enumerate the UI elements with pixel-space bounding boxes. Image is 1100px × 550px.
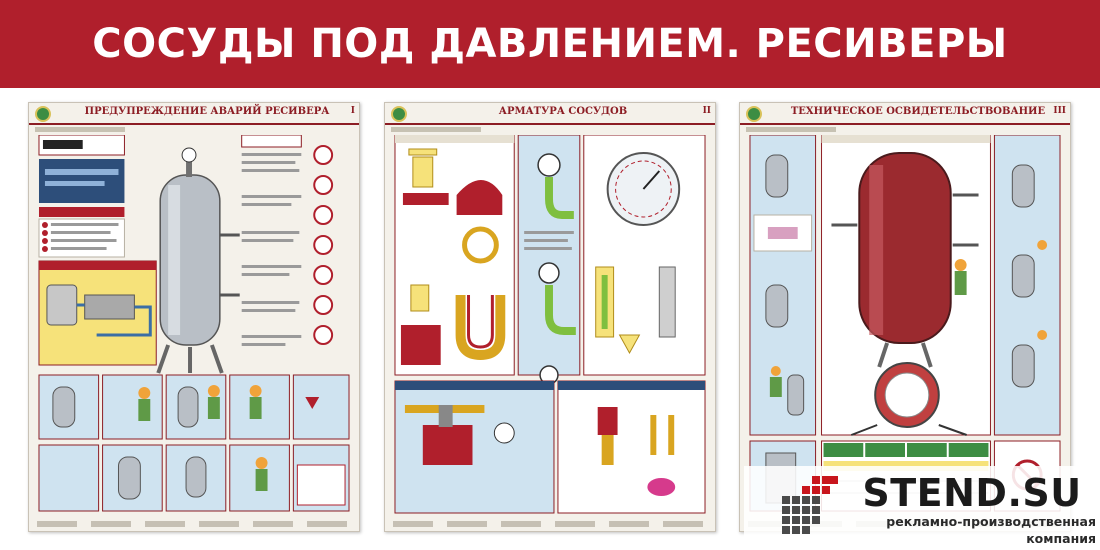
poster-technical-inspection[interactable]: ТЕХНИЧЕСКОЕ ОСВИДЕТЕЛЬСТВОВАНИЕ III — [739, 102, 1071, 532]
stend-grid-icon — [782, 476, 838, 534]
poster-illustration — [37, 135, 351, 517]
header-banner: СОСУДЫ ПОД ДАВЛЕНИЕМ. РЕСИВЕРЫ — [0, 0, 1100, 88]
poster-subtitle-strip — [35, 127, 125, 132]
emblem-icon — [746, 106, 762, 122]
emblem-icon — [391, 106, 407, 122]
poster-title: ПРЕДУПРЕЖДЕНИЕ АВАРИЙ РЕСИВЕРА — [84, 106, 330, 117]
emblem-icon — [35, 106, 51, 122]
page-title: СОСУДЫ ПОД ДАВЛЕНИЕМ. РЕСИВЕРЫ — [92, 21, 1008, 67]
poster-title: ТЕХНИЧЕСКОЕ ОСВИДЕТЕЛЬСТВОВАНИЕ — [790, 106, 1046, 117]
poster-number: I — [350, 106, 355, 116]
poster-title: АРМАТУРА СОСУДОВ — [498, 106, 628, 117]
poster-title-bar — [740, 103, 1070, 125]
logo-name: STEND.SU — [862, 471, 1082, 515]
poster-vessel-fittings[interactable]: АРМАТУРА СОСУДОВ II — [384, 102, 716, 532]
poster-footer — [37, 521, 351, 527]
poster-subtitle-strip — [391, 127, 481, 132]
poster-illustration — [393, 135, 707, 517]
logo-tagline-line2: компания — [1026, 531, 1096, 546]
logo-tagline-line1: рекламно-производственная — [886, 514, 1096, 529]
poster-title-bar — [385, 103, 715, 125]
poster-title-bar — [29, 103, 359, 125]
poster-subtitle-strip — [746, 127, 836, 132]
poster-accident-prevention[interactable]: ПРЕДУПРЕЖДЕНИЕ АВАРИЙ РЕСИВЕРА I — [28, 102, 360, 532]
poster-footer — [393, 521, 707, 527]
poster-number: II — [702, 106, 711, 116]
poster-illustration — [748, 135, 1062, 517]
poster-number: III — [1053, 106, 1066, 116]
